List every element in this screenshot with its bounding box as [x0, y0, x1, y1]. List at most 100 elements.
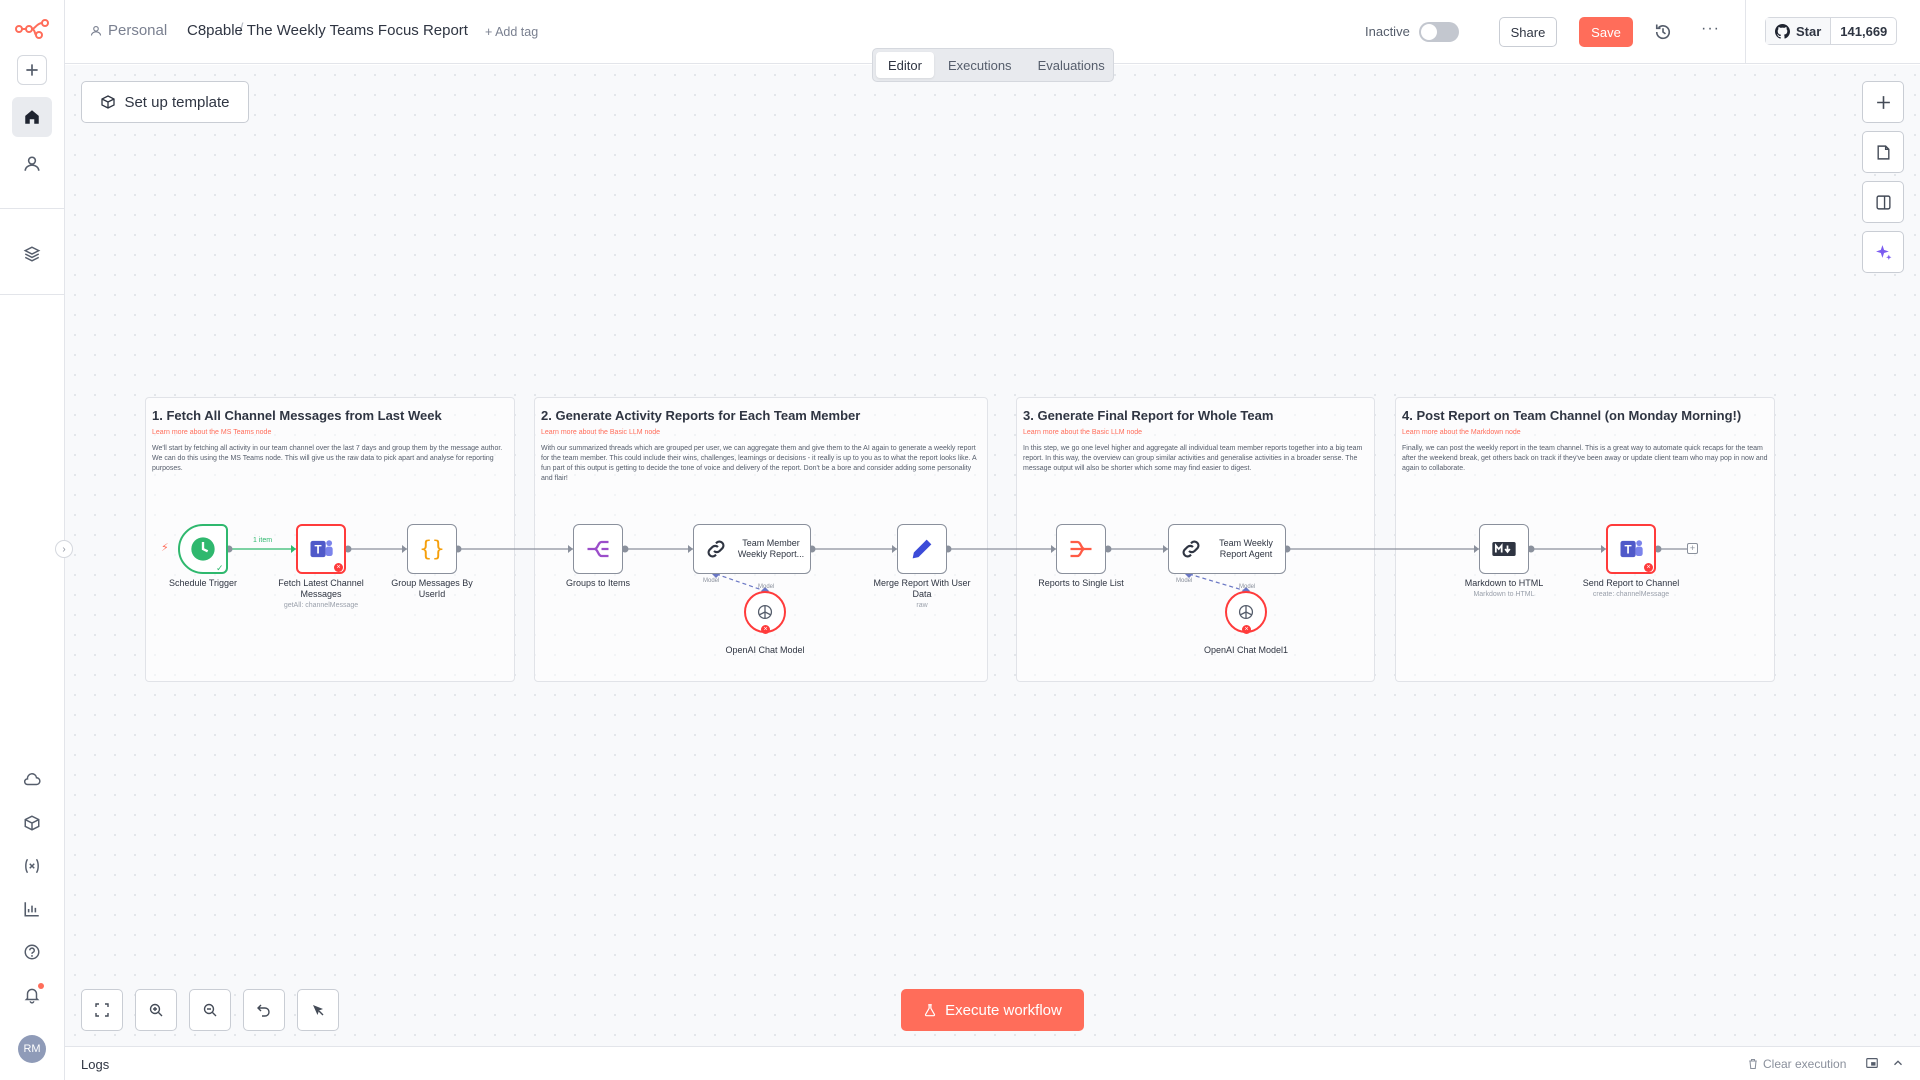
execute-workflow-button[interactable]: Execute workflow [901, 989, 1084, 1031]
markdown-icon [1492, 542, 1516, 556]
arrow-head [402, 545, 407, 553]
github-star-count: 141,669 [1840, 23, 1888, 39]
user-icon[interactable] [12, 144, 52, 184]
node-subtitle: Markdown to HTML [1473, 591, 1535, 598]
error-badge-icon: × [761, 625, 770, 634]
tab-editor[interactable]: Editor [876, 52, 934, 78]
zoom-out-button[interactable] [189, 989, 231, 1031]
arrow-head [568, 545, 573, 553]
zoom-in-button[interactable] [135, 989, 177, 1031]
arrow-head [1163, 545, 1168, 553]
node-group-messages[interactable]: {} [407, 524, 457, 574]
output-port [1104, 545, 1112, 553]
toggle-panel-button[interactable] [1862, 181, 1904, 223]
insights-chart-icon[interactable] [12, 889, 52, 929]
add-tag-link[interactable]: + Add tag [485, 25, 539, 39]
logs-panel-bar[interactable]: Logs Clear execution [65, 1046, 1920, 1080]
github-star-label: Star [1796, 23, 1822, 39]
sticky-link[interactable]: Learn more about the Basic LLM node [541, 429, 661, 436]
trash-icon [1749, 1058, 1757, 1070]
svg-text:{}: {} [419, 537, 444, 561]
node-label: Fetch Latest Channel Messages [278, 578, 364, 599]
save-button[interactable]: Save [1579, 17, 1633, 47]
node-reports-to-list[interactable] [1056, 524, 1106, 574]
more-options-icon[interactable]: ··· [1701, 20, 1720, 37]
share-button[interactable]: Share [1499, 17, 1557, 47]
clock-icon [191, 537, 215, 561]
sticky-body: Finally, we can post the weekly report i… [1402, 445, 1768, 472]
tab-executions[interactable]: Executions [947, 57, 1012, 73]
ms-teams-icon: T [1620, 540, 1643, 558]
workflow-title[interactable]: C8pable The Weekly Teams Focus Report [187, 22, 468, 39]
sticky-link[interactable]: Learn more about the MS Teams node [152, 429, 272, 436]
notification-bell-icon[interactable] [12, 975, 52, 1015]
node-groups-to-items[interactable] [573, 524, 623, 574]
sticky-body: We'll start by fetching all activity in … [152, 445, 503, 472]
node-team-member-report[interactable]: Team Member Weekly Report... [693, 524, 811, 574]
templates-icon[interactable] [12, 803, 52, 843]
variables-icon[interactable] [12, 846, 52, 886]
model-port-label: Model [1239, 584, 1256, 590]
node-markdown-to-html[interactable] [1479, 524, 1529, 574]
breadcrumb-project[interactable]: Personal [90, 22, 167, 39]
create-plus-icon[interactable] [17, 55, 47, 85]
add-node-button[interactable] [1862, 81, 1904, 123]
code-braces-icon: {} [419, 537, 444, 561]
aggregate-icon [1070, 540, 1092, 558]
trigger-bolt-icon: ⚡ [161, 542, 169, 554]
split-out-icon [587, 540, 609, 558]
arrow-head [688, 545, 693, 553]
node-merge-report[interactable] [897, 524, 947, 574]
workflow-canvas[interactable]: Set up template 1. Fetch All Channel Mes… [65, 65, 1920, 1046]
sticky-link[interactable]: Learn more about the Markdown node [1402, 429, 1521, 436]
add-next-node-plus-icon[interactable]: + [1687, 543, 1698, 554]
notification-badge [38, 983, 44, 989]
pencil-icon [912, 539, 932, 559]
ai-assistant-button[interactable] [1862, 231, 1904, 273]
sticky-title: 1. Fetch All Channel Messages from Last … [152, 408, 442, 423]
node-label: OpenAI Chat Model [725, 645, 805, 655]
add-sticky-note-button[interactable] [1862, 131, 1904, 173]
n8n-logo-icon[interactable] [14, 18, 50, 40]
model-connection-line [1188, 573, 1247, 592]
home-icon[interactable] [12, 97, 52, 137]
history-icon[interactable] [1653, 22, 1673, 42]
activation-toggle[interactable] [1419, 22, 1459, 42]
arrow-head [1051, 545, 1056, 553]
fit-view-button[interactable] [81, 989, 123, 1031]
github-icon [1775, 23, 1790, 39]
layers-icon[interactable] [12, 234, 52, 274]
help-icon[interactable] [12, 932, 52, 972]
tab-evaluations[interactable]: Evaluations [1037, 57, 1105, 73]
arrow-head [1601, 545, 1606, 553]
undo-button[interactable] [243, 989, 285, 1031]
rail-divider [0, 208, 64, 209]
chain-link-icon [1182, 540, 1200, 558]
avatar[interactable]: RM [18, 1035, 46, 1063]
expand-sidebar-chevron-icon[interactable]: › [55, 540, 73, 558]
header-divider [1745, 0, 1746, 64]
chevron-up-icon[interactable] [1891, 1056, 1905, 1070]
chain-link-icon [707, 540, 725, 558]
zoom-in-icon [149, 1003, 163, 1017]
setup-template-button[interactable]: Set up template [81, 81, 249, 123]
arrow-head [291, 545, 296, 553]
node-label: Group Messages By UserId [391, 578, 473, 599]
node-team-weekly-agent[interactable]: Team Weekly Report Agent [1168, 524, 1286, 574]
sticky-link[interactable]: Learn more about the Basic LLM node [1023, 429, 1143, 436]
flask-icon [925, 1004, 936, 1017]
clear-execution-button[interactable]: Clear execution [1747, 1057, 1846, 1071]
node-schedule-trigger[interactable] [178, 524, 228, 574]
output-port [621, 545, 629, 553]
sticky-note-icon [1876, 144, 1890, 160]
node-label: Markdown to HTML [1464, 578, 1544, 588]
panel-layout-icon [1875, 194, 1891, 210]
github-star-button[interactable]: Star 141,669 [1765, 17, 1898, 45]
sticky-note-4[interactable]: 4. Post Report on Team Channel (on Monda… [1395, 397, 1775, 682]
sticky-title: 2. Generate Activity Reports for Each Te… [541, 408, 861, 423]
node-label: Send Report to Channel [1582, 578, 1680, 588]
error-badge-icon: × [1242, 625, 1251, 634]
tidy-up-button[interactable] [297, 989, 339, 1031]
popout-window-icon[interactable] [1865, 1056, 1879, 1070]
cloud-icon[interactable] [12, 760, 52, 800]
